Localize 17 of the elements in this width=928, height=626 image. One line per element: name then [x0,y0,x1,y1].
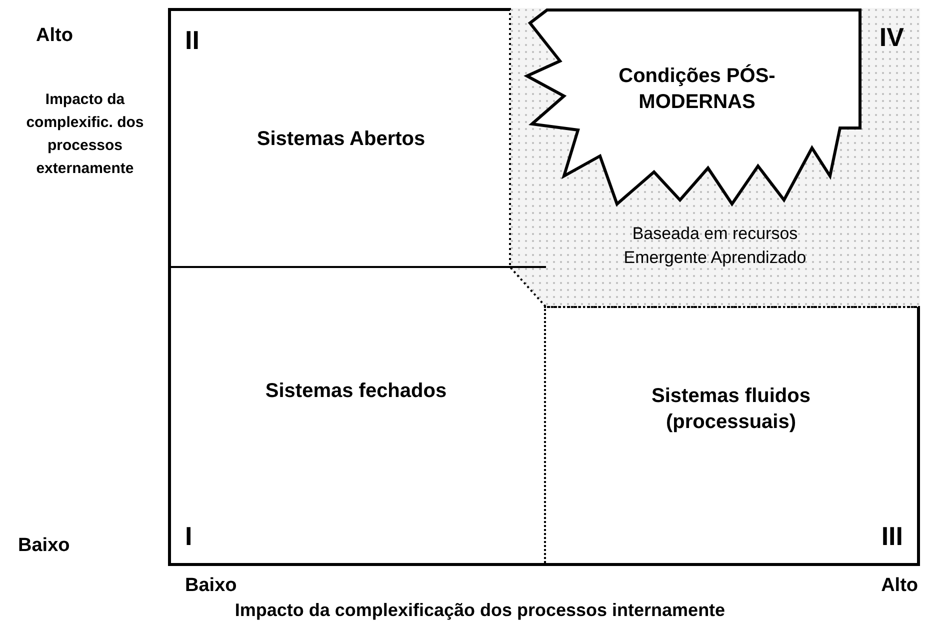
axis-title: Impacto da complexific. dos processos externamente [25,90,145,179]
axis-label: Baixo [18,536,71,556]
axis-label: Baixo [185,576,238,596]
quadrant-title: Sistemas fluidos (processuais) [650,384,812,435]
axis-label: Alto [36,26,74,46]
quadrant-number: I [185,523,192,549]
quadrant-panel [544,306,920,566]
quadrant-description: Baseada em recursos Emergente Aprendizado [622,223,808,269]
quadrant-number: IV [879,24,904,50]
axis-title: Impacto da complexificação dos processos internamente [234,600,726,620]
quadrant-number: II [185,27,200,53]
starburst-title: Condições PÓS-MODERNAS [618,63,776,115]
starburst-shape [522,8,862,208]
quadrant-title: Sistemas fechados [264,379,448,404]
axis-label: Alto [880,576,918,596]
quadrant-title: Sistemas Abertos [256,127,426,152]
quadrant-number: III [881,523,903,549]
